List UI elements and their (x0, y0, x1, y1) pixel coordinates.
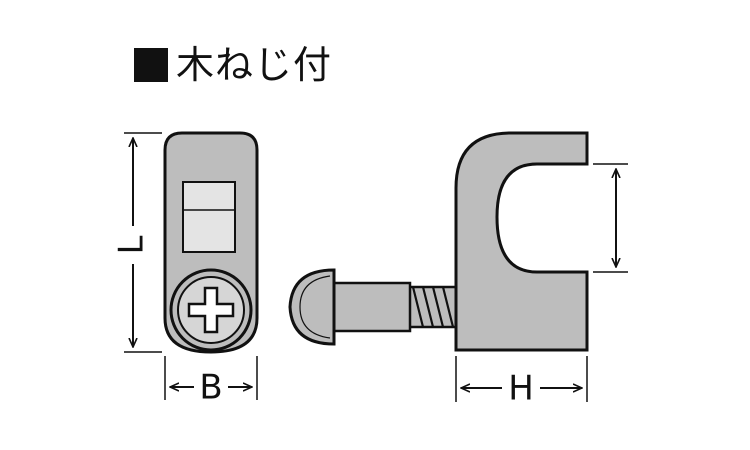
diagram-title: 木ねじ付 (134, 40, 332, 90)
screw-shank (332, 281, 412, 333)
length-label: L (112, 235, 152, 254)
width-label: B (199, 368, 222, 408)
black-square-icon (134, 48, 168, 82)
clip-body (454, 131, 589, 352)
phillips-cross-icon (187, 286, 235, 334)
title-text: 木ねじ付 (176, 43, 333, 87)
side-view (288, 131, 589, 352)
width-dimension: B (164, 356, 258, 408)
opening-dimension (593, 163, 628, 273)
screw-dome-head (288, 268, 336, 346)
height-label: H (508, 369, 534, 409)
front-view (163, 131, 259, 354)
height-dimension: H (455, 356, 588, 409)
front-view-slot (182, 181, 236, 253)
length-dimension: L (112, 132, 162, 353)
